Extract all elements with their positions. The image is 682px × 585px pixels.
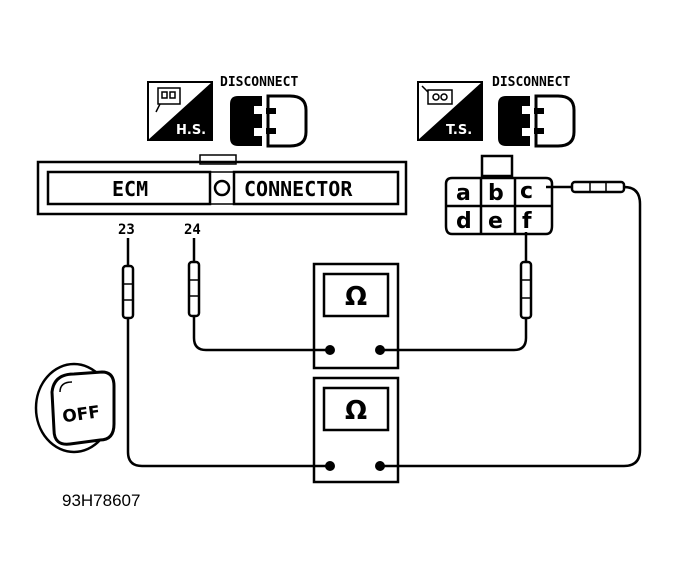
figure-id: 93H78607 <box>62 491 140 510</box>
ignition-key-icon: OFF <box>34 362 116 454</box>
pin-e: e <box>488 209 503 234</box>
probe-f <box>519 232 533 320</box>
ts-label: T.S. <box>446 123 472 138</box>
wire-c-to-meter2 <box>382 185 642 468</box>
probe-c <box>546 180 626 194</box>
wire-23-to-meter2 <box>126 318 326 468</box>
ohm-symbol-top: Ω <box>345 282 367 312</box>
ohmmeter-bottom: Ω <box>312 376 400 484</box>
pin-f: f <box>522 209 532 234</box>
wire-24-to-meter1 <box>192 316 326 352</box>
hs-label: H.S. <box>176 123 206 138</box>
disconnect-label-right: DISCONNECT <box>492 75 570 90</box>
pin-d: d <box>456 209 472 234</box>
connector-label: CONNECTOR <box>244 177 353 201</box>
disconnect-label-left: DISCONNECT <box>220 75 298 90</box>
pin-a: a <box>456 181 471 206</box>
harness-side-icon: H.S. <box>147 81 213 141</box>
pin-23-label: 23 <box>118 222 135 238</box>
ecm-label: ECM <box>112 177 148 201</box>
pin-c: c <box>520 179 533 204</box>
pin-b: b <box>488 181 504 206</box>
plug-icon-left <box>230 94 308 148</box>
pin-24-label: 24 <box>184 222 201 238</box>
terminal-side-icon: T.S. <box>417 81 483 141</box>
ecm-connector: ECM CONNECTOR <box>36 154 408 216</box>
ohmmeter-top: Ω <box>312 262 400 370</box>
ohm-symbol-bottom: Ω <box>345 396 367 426</box>
plug-icon-right <box>498 94 576 148</box>
probe-24 <box>187 238 201 318</box>
wire-f-to-meter1 <box>382 318 528 352</box>
probe-23 <box>121 238 135 320</box>
six-pin-connector: a b c d e f <box>444 154 554 236</box>
